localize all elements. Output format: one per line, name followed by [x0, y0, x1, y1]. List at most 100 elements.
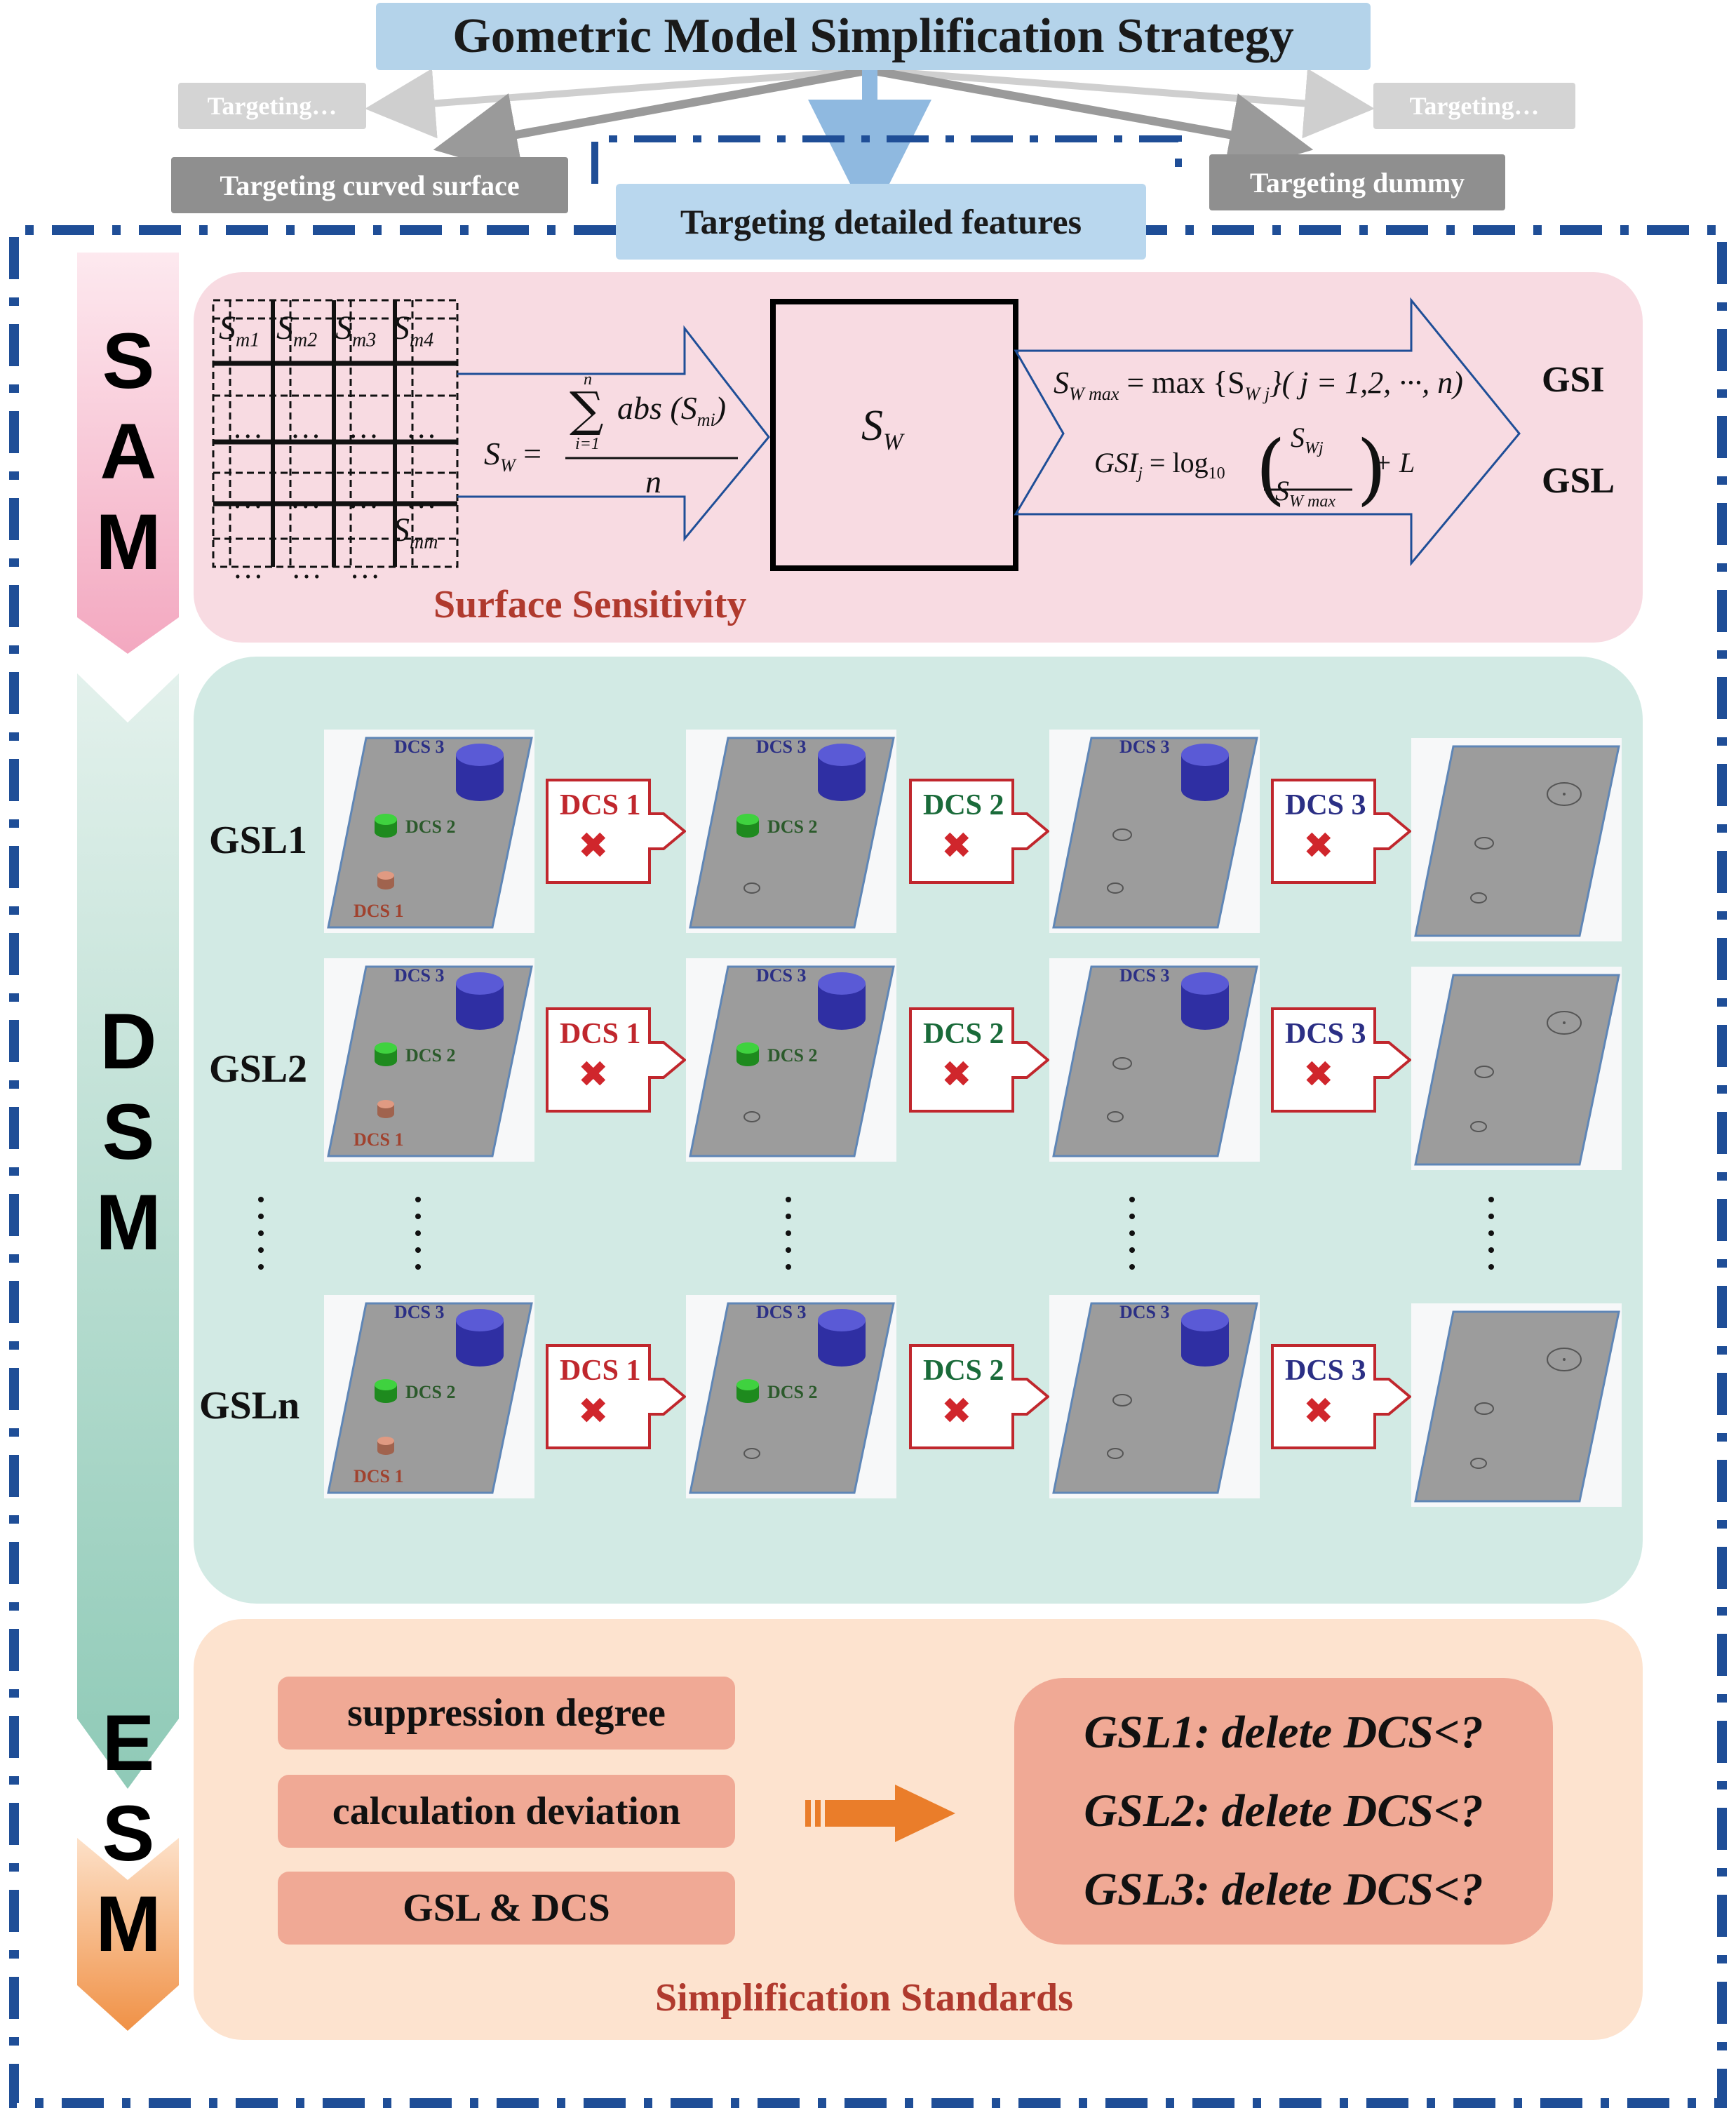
- delete-step-dcs1: DCS 1✖: [546, 1344, 686, 1449]
- esm-caption: Simplification Standards: [655, 1976, 1073, 2020]
- sam-letters: S A M: [77, 316, 180, 586]
- dsm-arrow: [77, 673, 179, 1789]
- model-label-dcs2: DCS 2: [405, 817, 456, 837]
- model-label-dcs2: DCS 2: [405, 1382, 456, 1402]
- grid-cell-s-m1: Sm1: [219, 309, 260, 351]
- sam-letter: S: [102, 317, 155, 405]
- side-arrows: [77, 253, 179, 2031]
- sam-diagram: [212, 297, 1521, 571]
- delete-step-label: DCS 1: [560, 1018, 641, 1050]
- delete-step-dcs2: DCS 2✖: [909, 1344, 1049, 1449]
- cross-icon: ✖: [578, 825, 609, 867]
- model-stage-0: DCS 3 DCS 2 DCS 1: [324, 958, 534, 1162]
- grid-cell-s-m2: Sm2: [276, 309, 318, 351]
- delete-step-dcs3: DCS 3✖: [1271, 1344, 1411, 1449]
- model-label-dcs3: DCS 3: [756, 965, 807, 986]
- delete-step-dcs3: DCS 3 ✖: [1271, 779, 1411, 884]
- esm-letters: E S M: [77, 1698, 180, 1968]
- cross-icon: ✖: [578, 1390, 609, 1432]
- result-gsl3: GSL3: delete DCS<?: [1084, 1864, 1483, 1915]
- strategy-header: Gometric Model Simplification Strategy T…: [0, 0, 1736, 267]
- model-label-dcs1: DCS 1: [354, 1129, 404, 1150]
- delete-step-label: DCS 3: [1285, 789, 1366, 821]
- sw-box: [770, 299, 1018, 571]
- cross-icon: ✖: [941, 825, 972, 867]
- output-gsl: GSL: [1542, 461, 1615, 501]
- dsm-letters: D S M: [77, 996, 180, 1266]
- vdots: [786, 1197, 791, 1270]
- esm-arrow: [77, 1838, 179, 2031]
- row-label: GSLn: [199, 1384, 300, 1428]
- delete-step-dcs1: DCS 1 ✖: [546, 1007, 686, 1113]
- formula-gsi-paren-left: (: [1256, 424, 1286, 513]
- vdots: [415, 1197, 421, 1270]
- model-label-dcs3: DCS 3: [1119, 1302, 1170, 1322]
- formula-sw-numerator: abs (Smi): [617, 390, 727, 431]
- model-label-dcs3: DCS 3: [394, 965, 445, 986]
- surface-grid: [212, 299, 459, 568]
- arrow-to-curved: [433, 66, 871, 177]
- sam-panel: [194, 272, 1643, 643]
- esm-arrow-right: [805, 1785, 955, 1842]
- formula-gsi-numerator: SWj: [1291, 422, 1324, 457]
- sam-arrow: [77, 253, 179, 654]
- model-label-dcs1: DCS 1: [354, 901, 404, 921]
- cross-icon: ✖: [1303, 825, 1334, 867]
- model-label-dcs3: DCS 3: [1119, 965, 1170, 986]
- formula-sw-sum-top: n: [584, 370, 592, 389]
- grid-cell-s-m4: Sm4: [393, 309, 434, 351]
- target-detailed-features: Targeting detailed features: [616, 184, 1146, 260]
- model-stage-1: DCS 3 DCS 2: [686, 730, 896, 933]
- cross-icon: ✖: [1303, 1054, 1334, 1096]
- esm-letter: E: [102, 1699, 155, 1787]
- dsm-letter: M: [95, 1179, 161, 1266]
- vdots: [1488, 1197, 1494, 1270]
- output-gsi: GSI: [1542, 360, 1605, 400]
- arrow-to-dummy: [868, 66, 1314, 177]
- page-title: Gometric Model Simplification Strategy: [376, 3, 1371, 70]
- model-label-dcs2: DCS 2: [405, 1045, 456, 1066]
- formula-gsi-paren-right: ): [1357, 424, 1387, 513]
- formula-swmax: SW max = max {SW j}( j = 1,2, ···, n): [1054, 365, 1463, 404]
- criterion-gsl-dcs: GSL & DCS: [278, 1872, 735, 1945]
- delete-step-dcs2: DCS 2 ✖: [909, 779, 1049, 884]
- grid-cell-s-m3: Sm3: [335, 309, 377, 351]
- sw-box-label: SW: [861, 402, 903, 455]
- sam-caption: Surface Sensitivity: [433, 583, 747, 626]
- sam-letter: A: [100, 408, 157, 495]
- cross-icon: ✖: [941, 1054, 972, 1096]
- vdots: [1129, 1197, 1135, 1270]
- formula-gsi-tail: + L: [1373, 447, 1415, 478]
- formula-sw-sum: ∑: [570, 382, 604, 438]
- formula-sw-sum-bottom: i=1: [575, 435, 600, 453]
- esm-letter: M: [95, 1880, 161, 1968]
- cross-icon: ✖: [941, 1390, 972, 1432]
- delete-step-label: DCS 1: [560, 1355, 641, 1387]
- model-stage-2: DCS 3: [1049, 1295, 1260, 1498]
- model-label-dcs3: DCS 3: [394, 1302, 445, 1322]
- delete-step-label: DCS 3: [1285, 1355, 1366, 1387]
- row-label: GSL2: [209, 1047, 308, 1091]
- formula-sw-lhs: SW =: [484, 436, 542, 476]
- dsm-letter: S: [102, 1088, 155, 1176]
- model-label-dcs2: DCS 2: [767, 1382, 818, 1402]
- model-label-dcs3: DCS 3: [1119, 737, 1170, 757]
- delete-step-dcs3: DCS 3 ✖: [1271, 1007, 1411, 1113]
- vdots: [258, 1197, 264, 1270]
- esm-letter: S: [102, 1790, 155, 1877]
- delete-step-label: DCS 3: [1285, 1018, 1366, 1050]
- cross-icon: ✖: [1303, 1390, 1334, 1432]
- result-gsl2: GSL2: delete DCS<?: [1084, 1785, 1483, 1837]
- cross-icon: ✖: [578, 1054, 609, 1096]
- model-label-dcs2: DCS 2: [767, 817, 818, 837]
- delete-step-label: DCS 2: [923, 789, 1004, 821]
- formula-gsi-lhs: GSIj = log10: [1094, 447, 1225, 483]
- model-label-dcs3: DCS 3: [756, 737, 807, 757]
- target-left-faded: Targeting…: [178, 83, 366, 129]
- formula-gsi-denominator: SW max: [1275, 475, 1335, 511]
